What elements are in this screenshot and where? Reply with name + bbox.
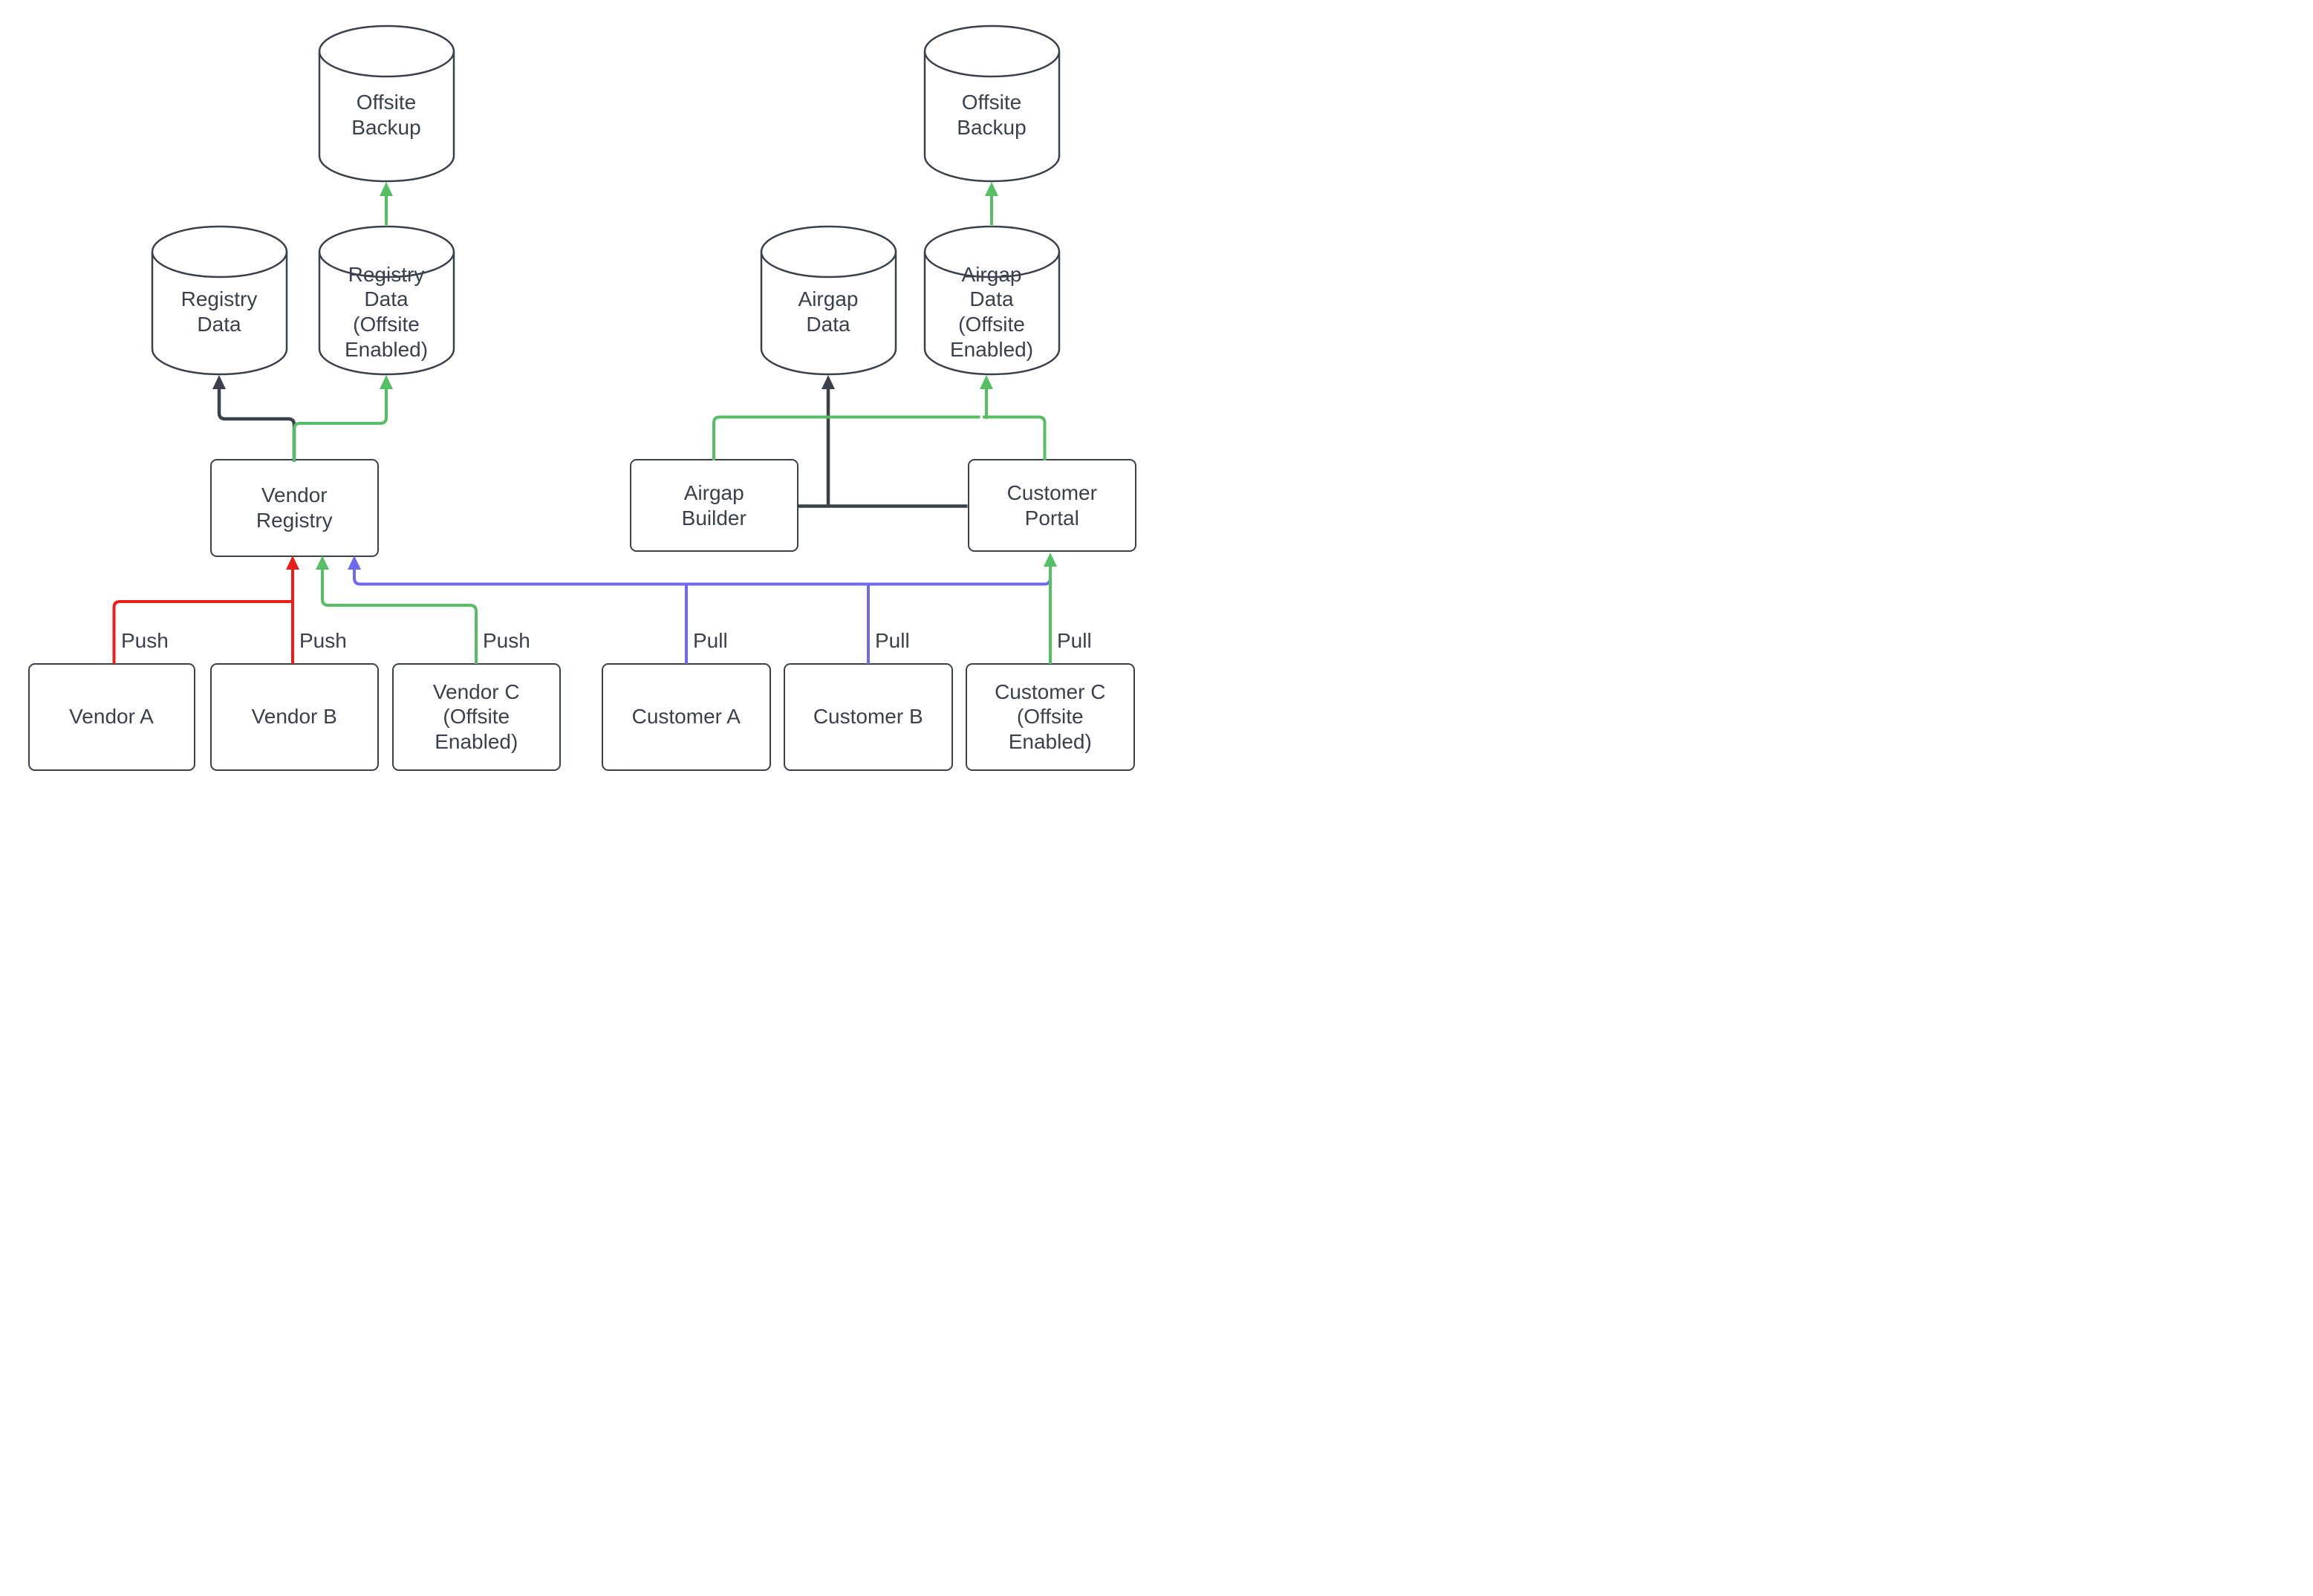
node-label: Offsite Backup [351,91,421,139]
cylinder-shape [923,25,1060,182]
edge-label-push-vendor-c: Push [483,629,530,652]
node-vendor-registry: Vendor Registry [209,459,379,557]
arrowhead-airgap-data-offsite [980,375,993,389]
arrowhead-customer-portal-green [1044,553,1057,567]
node-label: Vendor A [69,705,154,729]
node-offsite-backup-left: Offsite Backup [318,25,455,183]
edge-vendor-registry-to-registry-data-offsite [293,388,388,462]
node-vendor-a: Vendor A [27,662,195,771]
node-label: Airgap Builder [681,481,746,530]
edge-vendor-registry-to-registry-data [217,388,296,462]
edge-green-builder-portal [712,415,1047,460]
node-label: Registry Data [180,287,258,336]
node-registry-data-offsite: Registry Data (Offsite Enabled) [318,225,455,376]
cylinder-shape [318,25,455,182]
edge-customers-pull-to-vendor-registry [353,568,1052,586]
cylinder-shape [318,225,455,375]
node-customer-a: Customer A [602,662,771,771]
node-offsite-backup-right: Offsite Backup [923,25,1061,183]
node-airgap-builder: Airgap Builder [629,459,798,552]
node-registry-data: Registry Data [151,225,288,376]
node-label: Customer Portal [1006,481,1097,530]
edge-label-pull-customer-a: Pull [693,629,728,652]
node-label: Airgap Data (Offsite Enabled) [949,262,1034,361]
node-label: Airgap Data [798,287,859,336]
node-label: Offsite Backup [957,91,1027,139]
node-label: Customer A [631,705,741,729]
edge-label-pull-customer-c: Pull [1057,629,1092,652]
node-customer-c: Customer C (Offsite Enabled) [966,662,1135,771]
edge-label-push-vendor-a: Push [121,629,169,652]
edge-junction-notch [980,413,983,420]
cylinder-shape [151,225,287,375]
node-vendor-c: Vendor C (Offsite Enabled) [391,662,561,771]
cylinder-shape [923,225,1060,375]
node-label: Customer C (Offsite Enabled) [995,680,1106,753]
node-airgap-data: Airgap Data [760,225,897,376]
arrowhead-registry-data-offsite [380,375,393,389]
edge-label-push-vendor-b: Push [299,629,347,652]
node-label: Vendor B [251,705,337,729]
cylinder-shape [760,225,897,375]
node-label: Vendor C (Offsite Enabled) [432,680,520,753]
node-label: Registry Data (Offsite Enabled) [344,262,429,361]
node-customer-b: Customer B [784,662,953,771]
arrowhead-airgap-data [822,375,835,389]
arrowhead-offsite-backup-left [380,182,393,196]
node-label: Customer B [813,705,923,729]
arrowhead-vendor-registry-blue [348,556,361,570]
arrowhead-offsite-backup-right [985,182,998,196]
diagram-canvas: Offsite Backup Registry Data Registry Da… [0,0,1156,798]
arrowhead-vendor-registry-red [286,556,299,570]
node-label: Vendor Registry [256,483,333,532]
node-customer-portal: Customer Portal [967,459,1136,552]
edge-label-pull-customer-b: Pull [875,629,910,652]
node-airgap-data-offsite: Airgap Data (Offsite Enabled) [923,225,1061,376]
arrowhead-vendor-registry-green [316,556,329,570]
node-vendor-b: Vendor B [209,662,379,771]
arrowhead-registry-data [212,375,226,389]
